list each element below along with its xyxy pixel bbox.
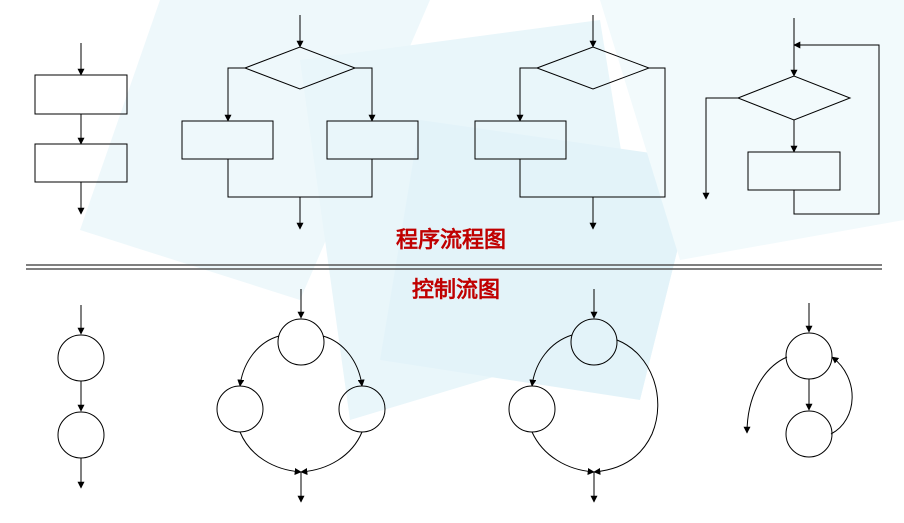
cfg-node [508,385,556,433]
process-box [747,151,841,191]
cfg-node [57,411,105,459]
cfg-while-loop [743,303,853,458]
flowchart-caption: 程序流程图 [396,228,507,253]
process-box [34,74,128,115]
flowchart-if-else [181,15,419,230]
cfg-node [277,318,325,366]
section-divider [26,264,882,270]
cfg-node [785,410,833,458]
flowchart-if-then [474,15,666,230]
cfg-if-then [508,289,659,503]
process-box [326,120,419,160]
decision-diamond [736,75,852,121]
flowchart-while-loop [702,18,880,215]
decision-diamond [535,46,651,90]
process-box [474,120,567,160]
cfg-if-else [216,289,386,503]
cfg-sequence [57,305,105,489]
process-box [181,120,274,160]
cfg-node [785,332,833,380]
control-flow-caption: 控制流图 [412,278,501,303]
cfg-node [570,318,618,366]
cfg-node [216,385,264,433]
cfg-node [338,385,386,433]
flowchart-sequence [34,43,128,215]
cfg-node [57,334,105,382]
bg-shape-4 [600,0,904,260]
bg-shape-3 [380,120,700,400]
process-box [34,143,128,183]
decision-diamond [243,46,357,90]
